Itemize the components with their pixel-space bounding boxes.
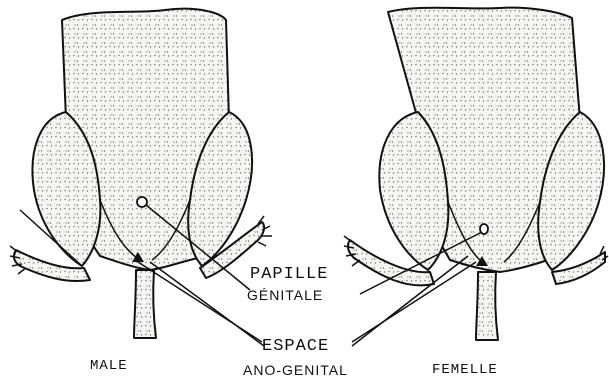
male-tail xyxy=(134,270,156,338)
label-genitale: GÉNITALE xyxy=(247,287,323,303)
label-papille: PAPILLE xyxy=(250,265,328,284)
male-figure xyxy=(14,9,264,338)
label-espace: ESPACE xyxy=(262,337,329,356)
label-ano-genital: ANO-GENITAL xyxy=(243,362,348,378)
label-male: MALE xyxy=(90,358,128,374)
male-papilla xyxy=(137,197,147,207)
female-tail xyxy=(476,272,498,340)
label-femelle: FEMELLE xyxy=(432,362,498,378)
female-figure xyxy=(348,8,605,340)
